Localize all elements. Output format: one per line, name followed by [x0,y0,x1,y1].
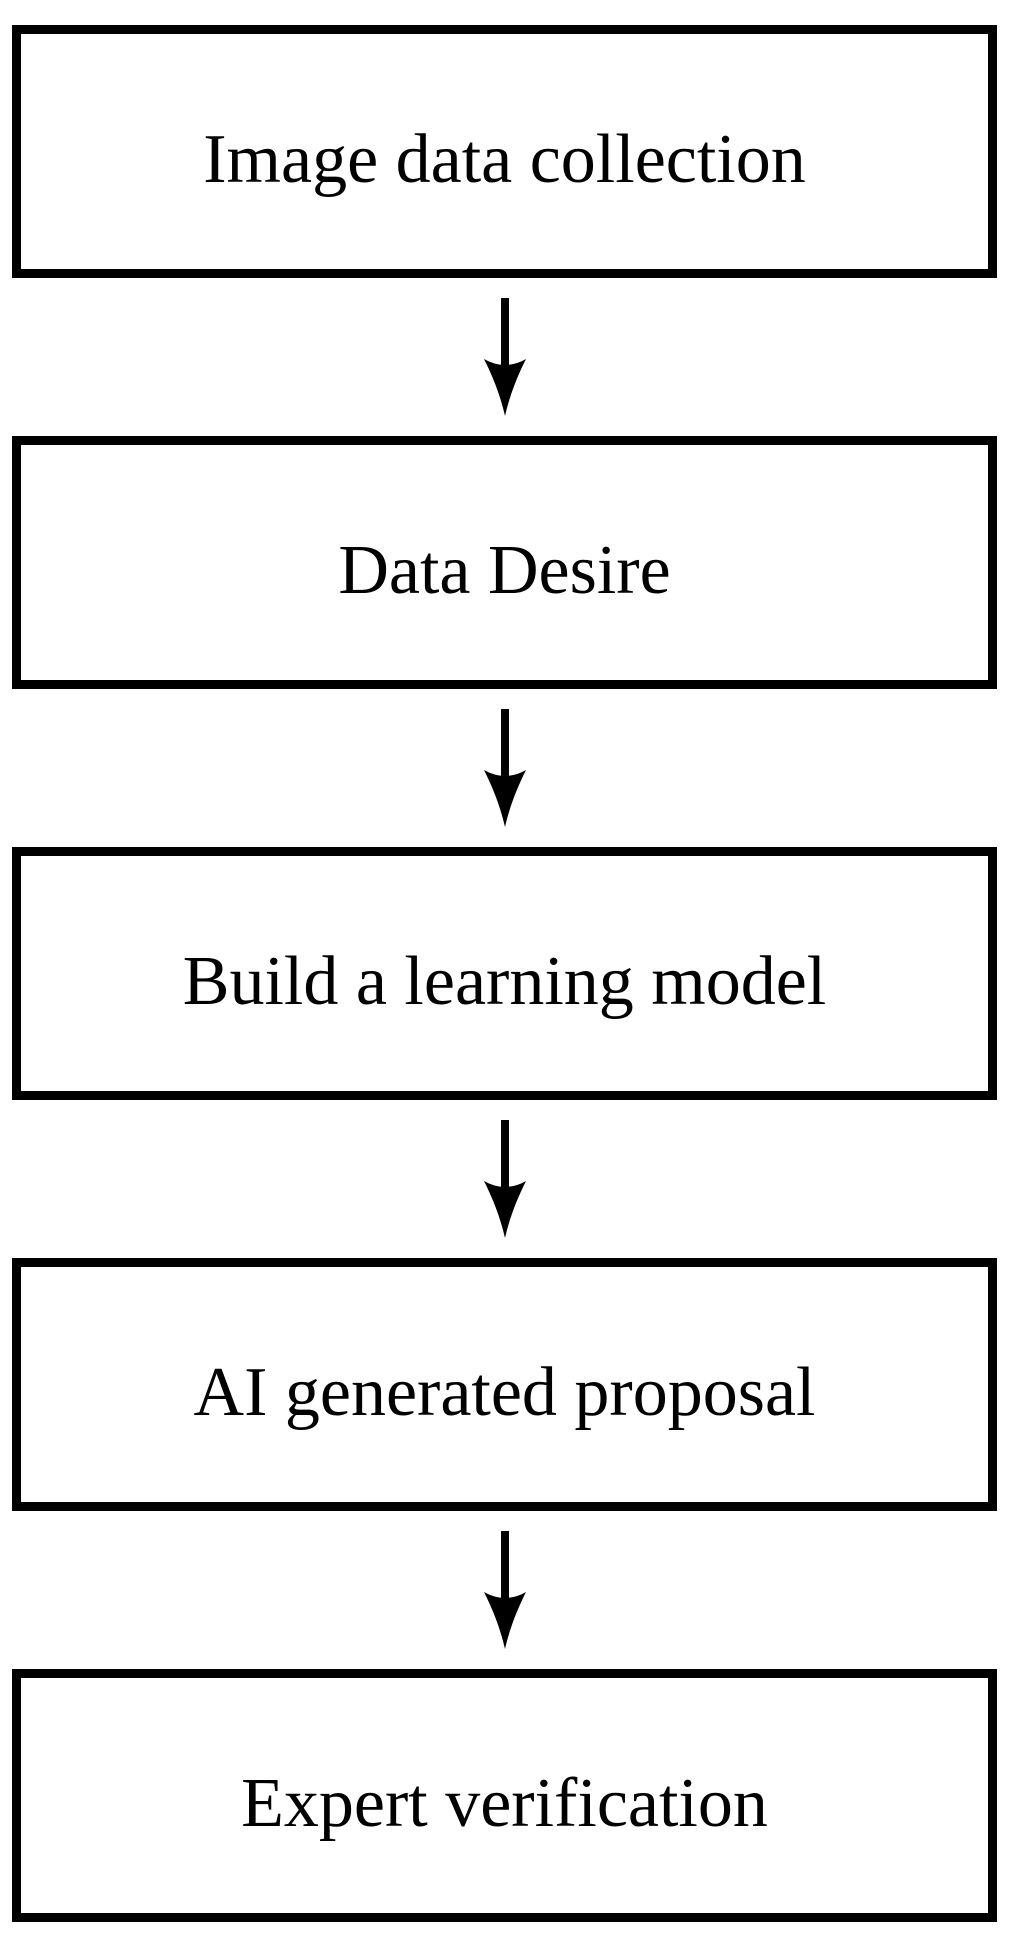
flow-node-image-data-collection: Image data collection [12,25,997,278]
flow-node-data-desire: Data Desire [12,436,997,689]
flow-node-label: Expert verification [241,1764,768,1842]
flow-node-label: AI generated proposal [193,1353,816,1431]
flow-node-build-learning-model: Build a learning model [12,847,997,1100]
flow-node-label: Image data collection [203,120,806,198]
arrow-down-icon [483,298,526,416]
flow-node-ai-generated-proposal: AI generated proposal [12,1258,997,1511]
flow-arrow-1 [12,278,997,436]
arrow-down-icon [483,1120,526,1238]
flow-arrow-2 [12,689,997,847]
arrow-down-icon [483,709,526,827]
flow-arrow-4 [12,1511,997,1669]
flow-node-label: Build a learning model [182,942,827,1020]
arrow-down-icon [483,1531,526,1649]
flow-arrow-3 [12,1100,997,1258]
flow-node-label: Data Desire [338,531,671,609]
flow-node-expert-verification: Expert verification [12,1669,997,1922]
